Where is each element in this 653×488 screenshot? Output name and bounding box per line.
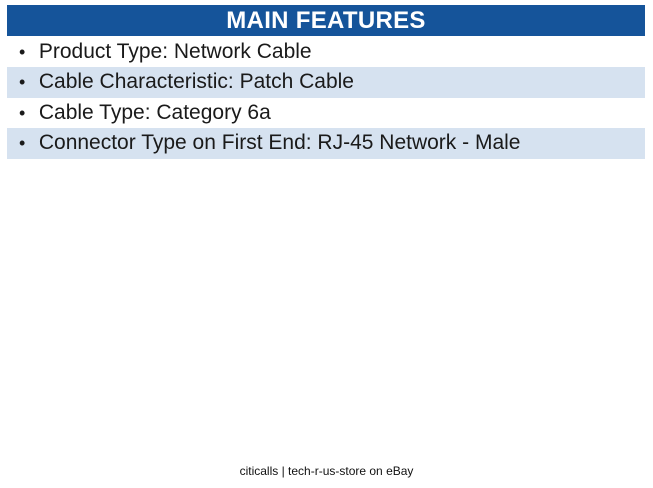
features-header-bar: MAIN FEATURES <box>7 5 645 36</box>
bullet-icon: • <box>19 72 26 92</box>
bullet-icon: • <box>19 102 26 123</box>
features-list: • Product Type: Network Cable • Cable Ch… <box>7 37 645 159</box>
bullet-icon: • <box>19 41 26 62</box>
bullet-icon: • <box>19 133 26 153</box>
feature-text: Cable Type: Category 6a <box>38 100 271 124</box>
feature-item-cable-type: • Cable Type: Category 6a <box>7 98 645 129</box>
feature-text: Connector Type on First End: RJ-45 Netwo… <box>38 131 521 154</box>
feature-item-product-type: • Product Type: Network Cable <box>7 37 645 68</box>
feature-text: Product Type: Network Cable <box>38 39 312 63</box>
feature-text: Cable Characteristic: Patch Cable <box>38 70 354 93</box>
feature-item-connector-type: • Connector Type on First End: RJ-45 Net… <box>7 128 645 159</box>
feature-item-cable-characteristic: • Cable Characteristic: Patch Cable <box>7 67 645 98</box>
footer-credit: citicalls | tech-r-us-store on eBay <box>239 464 414 478</box>
features-title: MAIN FEATURES <box>226 7 426 34</box>
